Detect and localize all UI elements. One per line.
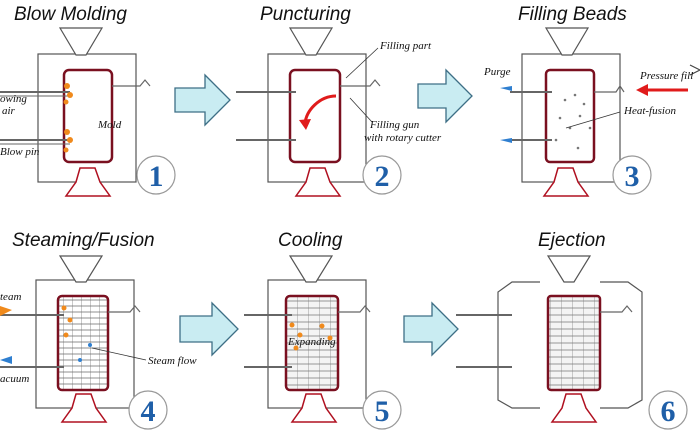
label-mold: Mold: [97, 119, 122, 131]
mold-cavity: [62, 68, 114, 164]
label-pressure-fill: Pressure fill: [639, 70, 693, 82]
step-3-number: 3: [625, 160, 640, 193]
label-air: air: [2, 105, 16, 117]
label-purge: Purge: [483, 66, 511, 78]
label-blow-pin: Blow pin: [0, 146, 40, 158]
step-2-title: Puncturing: [260, 4, 351, 25]
mold-half-left: [497, 281, 540, 409]
nozzle-bottom: [64, 167, 112, 197]
label-vacuum: acuum: [0, 373, 29, 385]
step-4-number: 4: [141, 395, 156, 428]
step-4-machine: team Steam flow acuum 4: [0, 255, 197, 430]
label-expanding: Expanding: [287, 336, 336, 348]
step-2-machine: Filling part Filling gun with rotary cut…: [236, 27, 442, 197]
arrow-4-to-5: [179, 301, 239, 357]
step-6-machine: 6: [456, 255, 688, 430]
step-5-number: 5: [375, 395, 390, 428]
step-3-title: Filling Beads: [518, 4, 627, 25]
step-2-number: 2: [375, 160, 390, 193]
step-5-machine: Expanding 5: [244, 255, 402, 430]
step-4-title: Steaming/Fusion: [12, 230, 155, 251]
arrow-1-to-2: [174, 73, 231, 127]
step-1-title: Blow Molding: [14, 4, 127, 25]
filled-mold: [56, 294, 110, 392]
arrow-2-to-3: [417, 68, 473, 124]
label-heat-fusion: Heat-fusion: [623, 105, 676, 117]
label-filling-gun: Filling gun: [369, 119, 420, 131]
step-1-number: 1: [149, 160, 164, 193]
step-6-title: Ejection: [538, 230, 606, 251]
label-rotary-cutter: with rotary cutter: [364, 132, 442, 144]
mold-half-right: [600, 281, 643, 409]
arrow-5-to-6: [403, 301, 459, 357]
step-6-number: 6: [661, 395, 676, 428]
hopper-top: [58, 27, 104, 56]
step-3-machine: Purge Pressure fill Heat-fusion 3: [483, 27, 700, 197]
step-1-badge: [136, 155, 176, 195]
step-5-title: Cooling: [278, 230, 343, 251]
ejected-part: [546, 294, 602, 392]
label-steam: team: [0, 291, 21, 303]
label-owing: owing: [0, 93, 27, 105]
label-filling-part: Filling part: [379, 40, 432, 52]
step-1-machine: owing air Mold Blow pin 1: [0, 27, 176, 197]
label-steam-flow: Steam flow: [148, 355, 197, 367]
